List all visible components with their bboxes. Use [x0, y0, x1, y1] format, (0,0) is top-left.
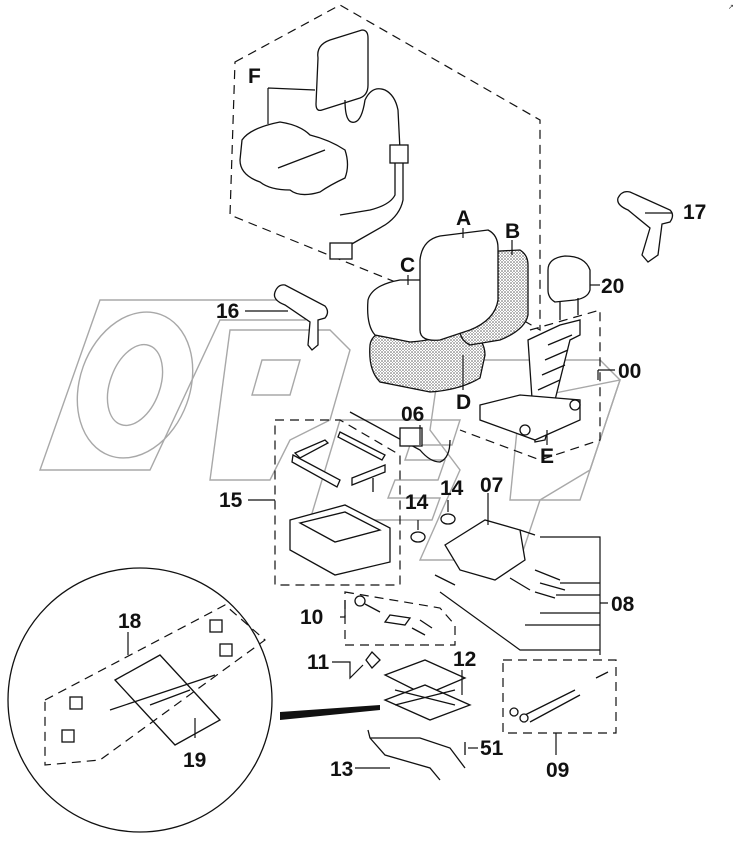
callout-14b: 14	[440, 477, 464, 500]
clip	[365, 651, 381, 669]
group-outline-18	[44, 604, 266, 766]
suspension	[383, 659, 472, 721]
armrest-rh	[617, 190, 674, 263]
seat-body	[367, 229, 529, 393]
scissor-link	[109, 654, 222, 746]
adjuster-bracket	[444, 519, 526, 581]
callout-16: 16	[216, 300, 239, 323]
rail-bellows-set	[289, 431, 391, 576]
bushing-set	[61, 619, 233, 743]
headrest	[547, 255, 591, 303]
callout-00: 00	[618, 360, 641, 383]
callout-08: 08	[611, 593, 635, 616]
springs	[434, 529, 566, 599]
group-outline-15	[274, 419, 401, 586]
heater-pad-set	[239, 29, 409, 260]
callout-15: 15	[219, 489, 243, 512]
callout-09: 09	[546, 759, 569, 782]
callout-13: 13	[330, 758, 353, 781]
callout-51: 51	[480, 737, 504, 760]
callout-D: D	[456, 391, 471, 414]
seat-frame	[479, 319, 581, 443]
group-outline-00	[459, 309, 601, 461]
callout-06: 06	[401, 403, 424, 426]
callout-18: 18	[118, 610, 142, 633]
callout-B: B	[505, 220, 520, 243]
watermark	[39, 299, 622, 561]
callout-11: 11	[307, 651, 330, 674]
group-outline-09	[502, 659, 617, 734]
lever-cable	[349, 411, 451, 463]
callout-20: 20	[601, 275, 624, 298]
callout-C: C	[400, 254, 415, 277]
callout-F: F	[248, 65, 261, 88]
cap	[440, 513, 456, 525]
corner-mark: ↗	[728, 4, 734, 11]
detail-pointer	[280, 705, 380, 720]
callout-A: A	[456, 207, 471, 230]
group-outline-10	[344, 591, 456, 646]
callout-10: 10	[300, 606, 323, 629]
leader-lines	[127, 87, 672, 769]
callout-E: E	[540, 445, 554, 468]
detail-circle	[7, 567, 273, 833]
knob-spring-kit	[354, 595, 433, 636]
callout-19: 19	[183, 749, 206, 772]
damper-kit	[509, 671, 609, 723]
lever	[367, 729, 466, 781]
callout-17: 17	[683, 201, 706, 224]
cap	[410, 531, 426, 543]
callout-07: 07	[480, 474, 503, 497]
callout-14a: 14	[405, 491, 429, 514]
callout-12: 12	[453, 648, 476, 671]
armrest-lh	[273, 284, 329, 351]
